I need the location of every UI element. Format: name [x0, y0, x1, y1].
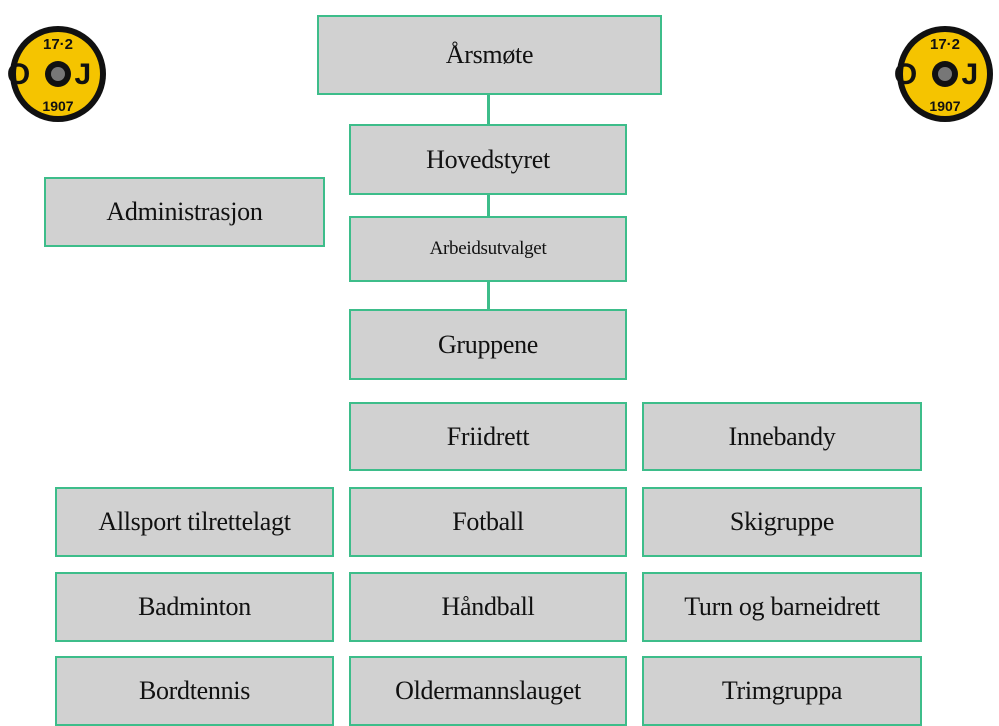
logo-bottom-text: 1907 — [42, 98, 73, 114]
gear-icon — [45, 61, 71, 87]
box-innebandy: Innebandy — [642, 402, 922, 471]
box-oldermannslauget: Oldermannslauget — [349, 656, 627, 726]
box-turn-og-barneidrett: Turn og barneidrett — [642, 572, 922, 642]
box-fotball: Fotball — [349, 487, 627, 557]
box-trimgruppa: Trimgruppa — [642, 656, 922, 726]
connector-arbeidsutvalget-gruppene — [487, 281, 490, 310]
gear-icon — [932, 61, 958, 87]
club-logo-left: 17·2 O J 1907 — [8, 26, 106, 122]
connector-hovedstyret-arbeidsutvalget — [487, 194, 490, 217]
box-hovedstyret: Hovedstyret — [349, 124, 627, 195]
logo-bottom-text: 1907 — [929, 98, 960, 114]
box-arsmote: Årsmøte — [317, 15, 662, 95]
connector-arsmote-hovedstyret — [487, 94, 490, 125]
logo-top-text: 17·2 — [930, 36, 960, 53]
box-gruppene: Gruppene — [349, 309, 627, 380]
box-allsport-tilrettelagt: Allsport tilrettelagt — [55, 487, 334, 557]
box-handball: Håndball — [349, 572, 627, 642]
box-bordtennis: Bordtennis — [55, 656, 334, 726]
box-badminton: Badminton — [55, 572, 334, 642]
box-friidrett: Friidrett — [349, 402, 627, 471]
logo-top-text: 17·2 — [43, 36, 73, 53]
box-skigruppe: Skigruppe — [642, 487, 922, 557]
box-administrasjon: Administrasjon — [44, 177, 325, 247]
box-arbeidsutvalget: Arbeidsutvalget — [349, 216, 627, 282]
club-logo-right: 17·2 O J 1907 — [895, 26, 993, 122]
